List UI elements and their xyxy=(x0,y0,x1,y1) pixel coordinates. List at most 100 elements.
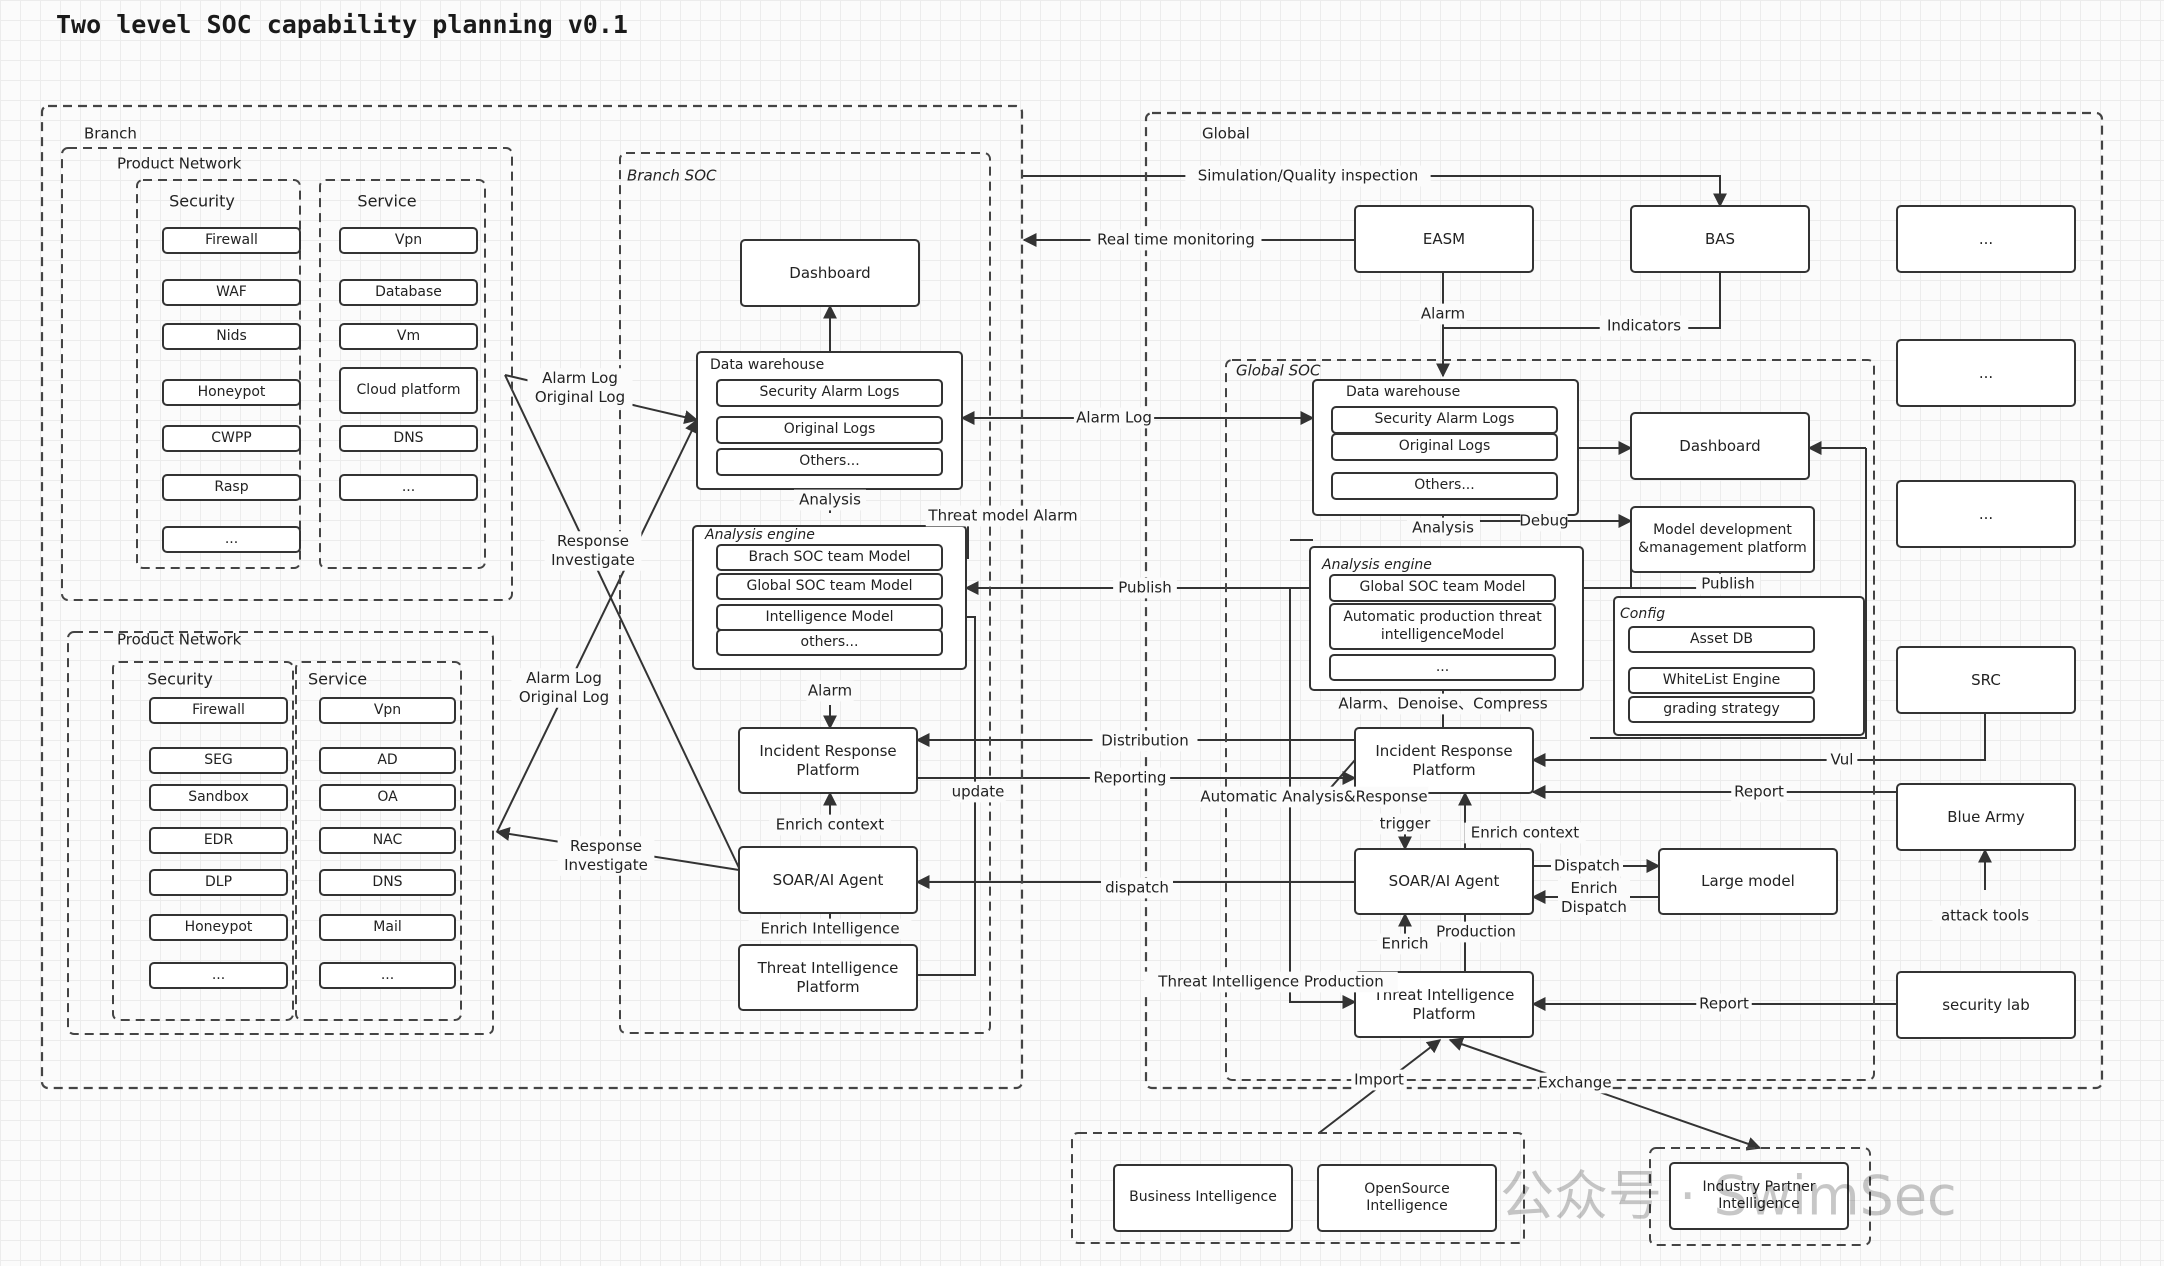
branch-dw-item xyxy=(716,416,943,444)
edge-label-dispatch: dispatch xyxy=(1105,879,1169,897)
edge-label-global-enrich-context: Enrich context xyxy=(1471,824,1579,842)
edge-label-vul: Vul xyxy=(1831,751,1854,769)
pn1-service-item xyxy=(339,323,478,350)
global-irp xyxy=(1354,727,1534,794)
placeholder-box-label: ... xyxy=(1978,504,1994,523)
edge-label-reporting-bg xyxy=(1089,767,1171,789)
global-ae-label: Analysis engine xyxy=(1321,557,1432,573)
security-lab-box-label: security lab xyxy=(1942,995,2030,1014)
global-ae-item xyxy=(1329,654,1556,681)
src-box xyxy=(1896,646,2076,714)
pn2-security-item xyxy=(149,827,288,854)
pn1-security-item xyxy=(162,227,301,254)
placeholder-box xyxy=(1896,480,2076,548)
model-dev-platform xyxy=(1630,506,1815,573)
product-network-1-label: Product Network xyxy=(117,155,242,173)
opensource-intel-box-label: OpenSource Intelligence xyxy=(1364,1180,1450,1215)
partner-intel-zone xyxy=(1649,1147,1871,1246)
placeholder-box-label: ... xyxy=(1978,363,1994,382)
pn2-security-item-label: EDR xyxy=(203,831,234,848)
edge-label-alarm: Alarm xyxy=(808,682,852,700)
edge-label-global-alarm: Alarm xyxy=(1421,305,1465,323)
large-model-box-label: Large model xyxy=(1701,872,1795,891)
branch-ae-item-label: Global SOC team Model xyxy=(746,577,913,594)
large-model-box xyxy=(1658,848,1838,915)
placeholder-box xyxy=(1896,339,2076,407)
pn1-security-label: Security xyxy=(169,192,235,211)
branch-zone xyxy=(40,104,1024,1090)
edge-label-import-bg xyxy=(1351,1069,1407,1091)
pn2-security-item-label: Firewall xyxy=(192,701,245,718)
branch-soar-label: SOAR/AI Agent xyxy=(772,870,884,889)
edge-label-enrich-dispatch-bg xyxy=(1558,878,1630,918)
model-dev-platform-label: Model development &management platform xyxy=(1638,522,1807,556)
edge-label-dispatch-bg xyxy=(1101,877,1173,899)
bas-box-label: BAS xyxy=(1704,229,1736,248)
global-ae-item-label: Global SOC team Model xyxy=(1359,579,1526,596)
edge-label-alarm-log: Alarm Log xyxy=(1076,409,1152,427)
business-intel-box xyxy=(1113,1164,1293,1232)
diagram-title: Two level SOC capability planning v0.1 xyxy=(56,10,628,39)
global-zone xyxy=(1144,111,2104,1090)
global-soar xyxy=(1354,848,1534,915)
branch-dashboard-label: Dashboard xyxy=(789,263,871,282)
edge-label-global-alarm-bg xyxy=(1419,303,1467,325)
branch-tip xyxy=(738,944,918,1011)
global-zone-label: Global xyxy=(1202,125,1250,143)
pn2-security-item xyxy=(149,784,288,811)
global-dashboard xyxy=(1630,412,1810,480)
pn2-service-item-label: Vpn xyxy=(373,701,402,718)
pn2-service-group xyxy=(295,661,462,1021)
global-dw-item xyxy=(1331,472,1558,500)
pn1-service-group xyxy=(319,179,486,569)
config-item-label: Asset DB xyxy=(1689,630,1754,647)
global-ae-item-label: ... xyxy=(1435,658,1450,675)
edge-label-trigger: trigger xyxy=(1380,815,1431,833)
edge-label-vul-bg xyxy=(1826,749,1858,771)
pn1-security-item xyxy=(162,474,301,501)
pn1-service-item xyxy=(339,367,478,414)
edge-label-dispatch-lm: Dispatch xyxy=(1554,857,1620,875)
pn2-alarm-log xyxy=(496,418,698,833)
industry-partner-box-label: Industry Partner Intelligence xyxy=(1702,1178,1816,1213)
edge-label-global-publish: Publish xyxy=(1701,575,1754,593)
edge-label-attack-tools-bg xyxy=(1932,905,2038,927)
pn1-security-item-label: Rasp xyxy=(214,478,249,495)
edge-label-debug-bg xyxy=(1520,510,1568,532)
exchange-line xyxy=(1448,1037,1762,1151)
branch-dw-item-label: Original Logs xyxy=(783,421,876,438)
bas-indicators xyxy=(1443,272,1721,329)
edge-label-simulation: Simulation/Quality inspection xyxy=(1198,167,1419,185)
global-soar-label: SOAR/AI Agent xyxy=(1388,872,1500,891)
global-dw-item-label: Security Alarm Logs xyxy=(1374,411,1515,428)
edge-label-simulation-bg xyxy=(1185,165,1431,187)
edge-label-alarm-original-2-bg xyxy=(511,668,617,708)
branch-soc-zone xyxy=(619,152,991,1034)
pn2-security-label: Security xyxy=(147,670,213,689)
opensource-intel-box xyxy=(1317,1164,1497,1232)
blue-army-box xyxy=(1896,783,2076,851)
pn2-service-item xyxy=(319,869,456,896)
global-dw-item-label: Others... xyxy=(1414,477,1475,494)
product-network-2-label: Product Network xyxy=(117,631,242,649)
edge-label-report-blue: Report xyxy=(1734,783,1784,801)
pn1-service-item-label: ... xyxy=(401,478,416,495)
pn1-security-item-label: Nids xyxy=(216,327,247,344)
branch-dw-item xyxy=(716,448,943,476)
pn2-service-item xyxy=(319,827,456,854)
config-item xyxy=(1628,667,1815,694)
branch-tip-label: Threat Intelligence Platform xyxy=(757,958,899,996)
config-item xyxy=(1628,626,1815,653)
edge-label-alarm-bg xyxy=(806,680,854,702)
global-dw-label: Data warehouse xyxy=(1346,384,1460,400)
pn2-security-item-label: Honeypot xyxy=(184,918,253,935)
edge-label-enrich-intelligence: Enrich Intelligence xyxy=(760,920,899,938)
branch-ae-item xyxy=(716,573,943,600)
edge-label-auto-analysis: Automatic Analysis&Response xyxy=(1200,788,1427,806)
global-ae-item xyxy=(1329,574,1556,602)
edge-label-indicators: Indicators xyxy=(1607,317,1681,335)
global-dashboard-label: Dashboard xyxy=(1679,436,1761,455)
pn1-security-item xyxy=(162,379,301,406)
